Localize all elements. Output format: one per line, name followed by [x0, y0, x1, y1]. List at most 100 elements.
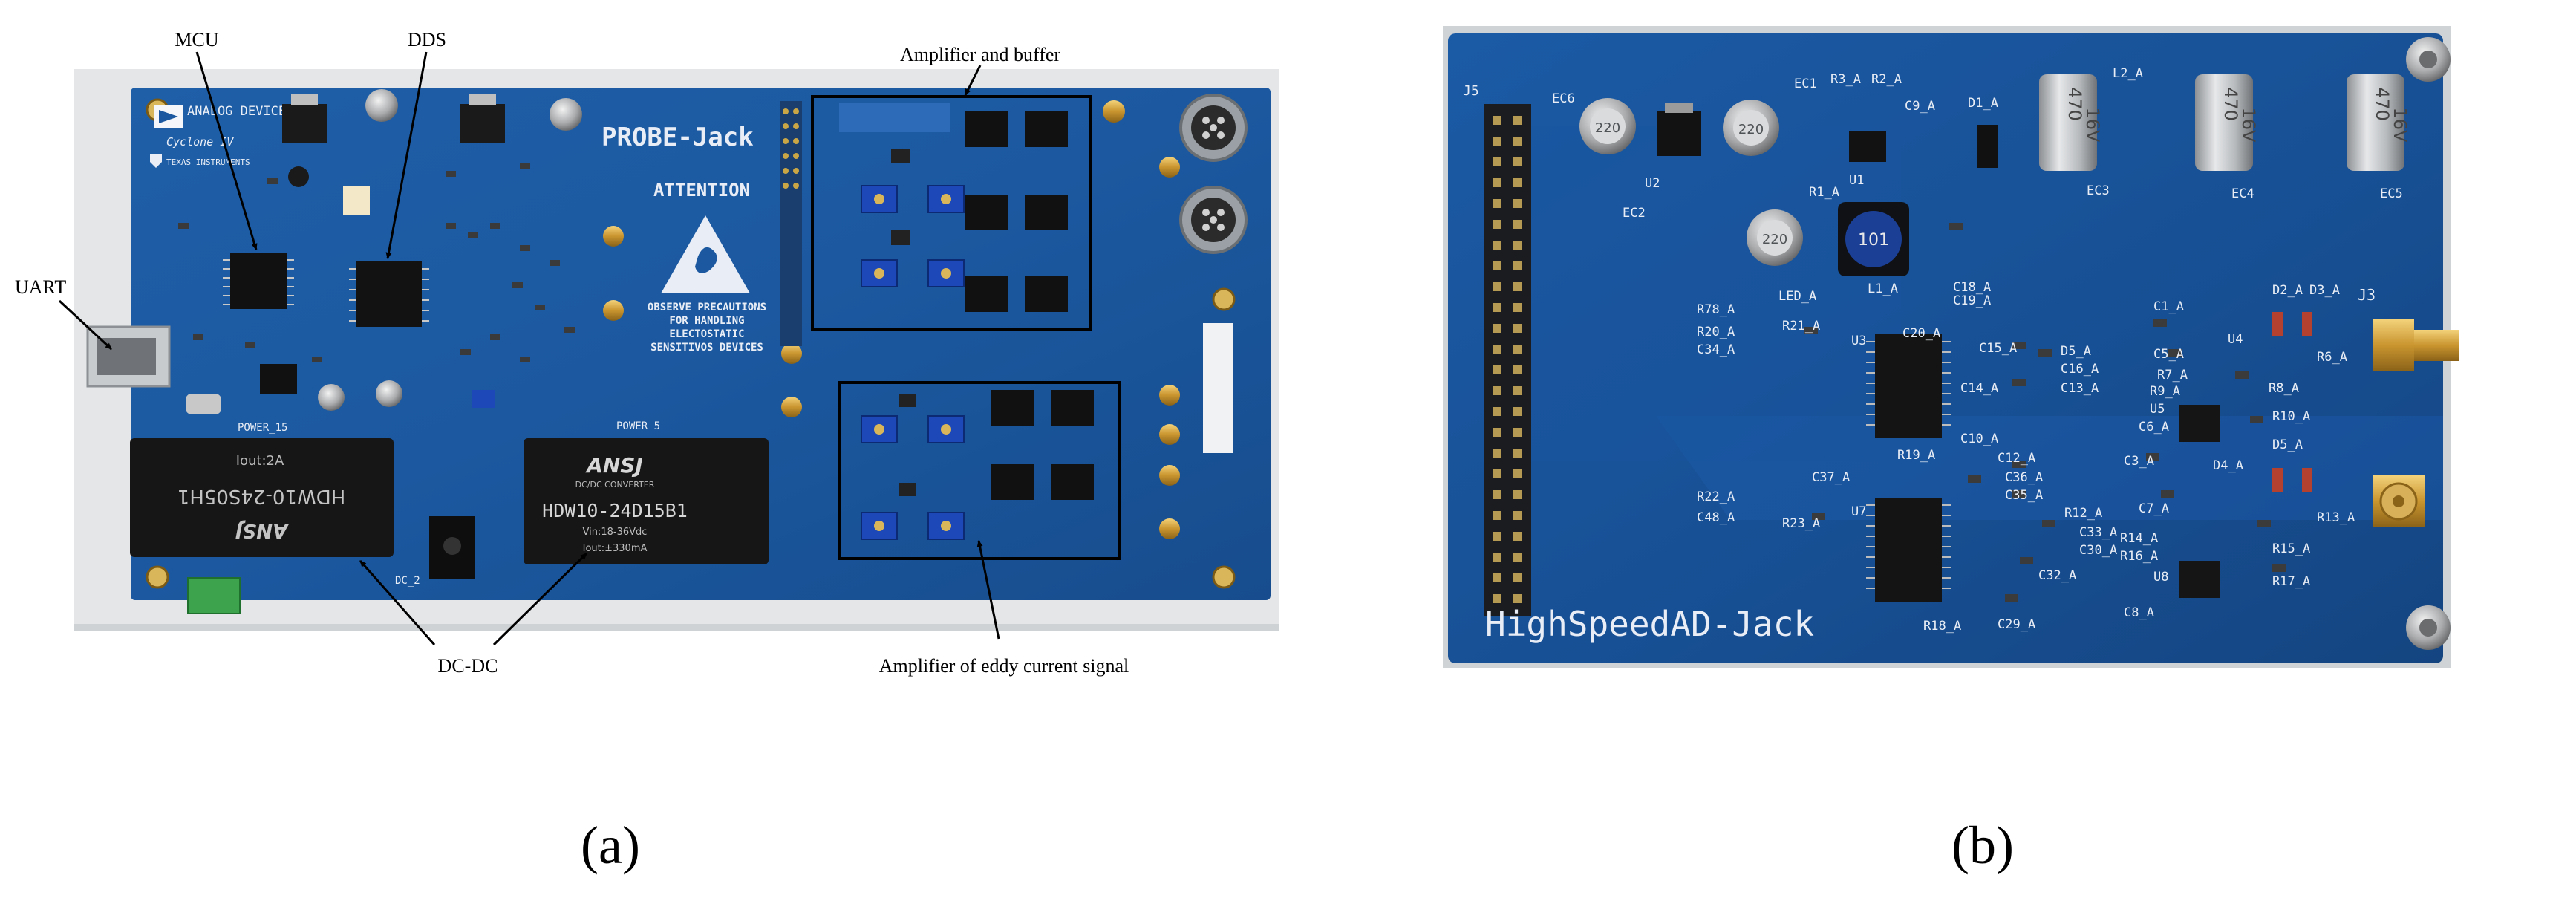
- label-dcdc: DC-DC: [438, 655, 498, 677]
- white-label-pad: [1203, 323, 1233, 453]
- cap-ec4-text-1: 470: [2220, 87, 2241, 121]
- ref-d1a: D1_A: [1968, 96, 1998, 111]
- inductor-text: 101: [1858, 231, 1889, 250]
- ref-r19a: R19_A: [1897, 448, 1935, 463]
- cap-ec3-text-2: 16V: [2082, 108, 2103, 143]
- ref-c34a: C34_A: [1697, 342, 1735, 357]
- sma-j3: [2373, 475, 2425, 527]
- ref-r2a: R2_A: [1871, 72, 1902, 87]
- ref-c7a: C7_A: [2139, 501, 2169, 516]
- ref-r1a: R1_A: [1809, 185, 1839, 200]
- ref-c36a: C36_A: [2005, 470, 2043, 485]
- ref-r10a: R10_A: [2272, 409, 2310, 424]
- module-right-iout: Iout:±330mA: [583, 543, 648, 554]
- label-eddy-amp: Amplifier of eddy current signal: [879, 655, 1129, 677]
- ref-r23a: R23_A: [1782, 516, 1820, 531]
- ref-ec2: EC2: [1623, 206, 1646, 221]
- board-title-highspeedad: HighSpeedAD-Jack: [1485, 604, 1814, 644]
- board-title-probe-jack: PROBE-Jack: [601, 123, 754, 152]
- ref-d5a: D5_A: [2061, 344, 2091, 359]
- ref-r6a: R6_A: [2317, 350, 2347, 365]
- ref-ec3: EC3: [2087, 183, 2110, 198]
- module-right-model: HDW10-24D15B1: [542, 500, 688, 521]
- ref-r15a: R15_A: [2272, 541, 2310, 556]
- ref-c3a: C3_A: [2124, 454, 2154, 469]
- pin-header-j5: [1484, 104, 1531, 616]
- ref-u5: U5: [2150, 402, 2165, 417]
- big-electrolytic-caps: 470 16V 470 16V 470 16V: [2039, 74, 2410, 171]
- ref-r13a: R13_A: [2317, 510, 2355, 525]
- esd-line-3: ELECTOSTATIC: [669, 328, 744, 340]
- dcdc-module-right: POWER_5 ANSJ DC/DC CONVERTER HDW10-24D15…: [524, 420, 769, 564]
- ref-r20a: R20_A: [1697, 325, 1735, 339]
- dcdc-module-left: POWER_15 Iout:2A HDW10-24S05H1 ANSJ: [130, 422, 394, 557]
- smd-passives-b: [1804, 223, 2286, 602]
- ref-r16a: R16_A: [2120, 549, 2158, 564]
- label-uart: UART: [15, 276, 66, 298]
- amp-buffer-components: [839, 103, 1068, 312]
- esd-line-1: OBSERVE PRECAUTIONS: [648, 302, 766, 313]
- inductor-l1: 101: [1838, 202, 1909, 276]
- ref-c10a: C10_A: [1960, 432, 1998, 446]
- ref-u8: U8: [2153, 570, 2168, 585]
- ref-r7a: R7_A: [2157, 368, 2188, 383]
- ref-u4: U4: [2228, 332, 2243, 347]
- ref-c15a: C15_A: [1979, 341, 2017, 356]
- ref-c8a: C8_A: [2124, 605, 2154, 620]
- ref-c13a: C13_A: [2061, 381, 2099, 396]
- ref-c19a: C19_A: [1953, 293, 1991, 308]
- caption-a: (a): [581, 816, 640, 875]
- sma-j2: J3: [2358, 286, 2459, 371]
- module-right-subtitle: DC/DC CONVERTER: [575, 480, 655, 489]
- ref-u2: U2: [1645, 176, 1660, 191]
- panel-a: ANALOG DEVICES Cyclone IV TEXAS INSTRUME…: [15, 29, 1279, 875]
- ref-c14a: C14_A: [1960, 381, 1998, 396]
- ref-r8a: R8_A: [2269, 381, 2299, 396]
- silk-refs-b: EC6 EC1 R3_A R2_A D1_A L2_A EC2 U2 U1 C9…: [1552, 66, 2403, 634]
- ref-d2a: D2_A: [2272, 283, 2303, 298]
- power-15-label: POWER_15: [238, 422, 287, 434]
- mounting-holes: [146, 98, 1236, 589]
- small-cap-text-3: 220: [1762, 232, 1787, 247]
- ref-ec4: EC4: [2231, 186, 2254, 201]
- ref-u1: U1: [1849, 173, 1864, 188]
- smd-components-a: [178, 163, 575, 362]
- ref-u7: U7: [1851, 504, 1866, 519]
- ref-c48a: C48_A: [1697, 510, 1735, 525]
- ref-ec5: EC5: [2380, 186, 2403, 201]
- ref-r21a: R21_A: [1782, 319, 1820, 334]
- small-cap-text-1: 220: [1595, 120, 1620, 136]
- attention-text: ATTENTION: [653, 180, 750, 201]
- ref-ec1: EC1: [1794, 77, 1817, 91]
- dds-chip: [349, 261, 429, 327]
- regulators-b: [1657, 103, 1998, 168]
- diodes-b: [2272, 312, 2312, 492]
- sma-connectors-a-left: [603, 226, 802, 417]
- panel-b: J5: [1443, 26, 2459, 875]
- ref-c6a: C6_A: [2139, 420, 2169, 435]
- ref-c5a: C5_A: [2153, 347, 2184, 362]
- module-right-brand: ANSJ: [585, 453, 643, 478]
- adc-chip-u7: [1866, 498, 1951, 602]
- adc-chip-u3: [1866, 334, 1951, 438]
- ref-d3a: D3_A: [2309, 283, 2340, 298]
- ref-c29a: C29_A: [1998, 617, 2035, 632]
- ref-led-a: LED_A: [1778, 289, 1816, 304]
- ref-c33a: C33_A: [2079, 525, 2117, 540]
- cap-ec3-text-1: 470: [2064, 87, 2085, 121]
- dc-jack-a: DC_2: [395, 516, 475, 587]
- cap-ec5-text-2: 16V: [2390, 108, 2410, 143]
- ref-c16a: C16_A: [2061, 362, 2099, 377]
- caption-b: (b): [1951, 816, 2014, 875]
- module-left-note: Iout:2A: [236, 453, 284, 469]
- vendor-2-text: Cyclone IV: [166, 135, 234, 149]
- ref-c37a: C37_A: [1812, 470, 1850, 485]
- ref-d5a-2: D5_A: [2272, 437, 2303, 452]
- pcb-highspeedad-jack: [1448, 33, 2443, 663]
- esd-warning-icon: [661, 215, 750, 293]
- power-5-label: POWER_5: [616, 420, 660, 432]
- sma-connectors-a-right: [1103, 100, 1180, 539]
- ref-r9a: R9_A: [2150, 384, 2180, 399]
- amp-buffer-box: [811, 95, 1092, 331]
